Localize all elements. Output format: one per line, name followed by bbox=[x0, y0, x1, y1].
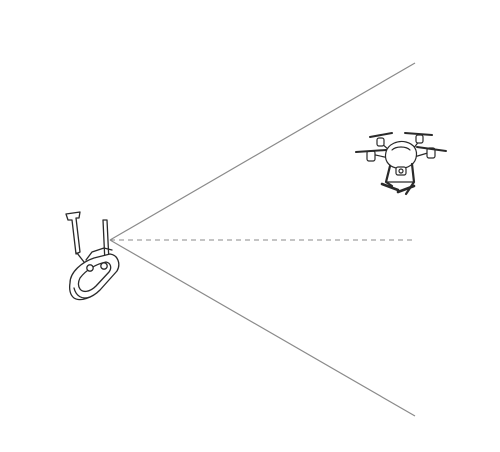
cone-upper-edge bbox=[109, 62, 416, 241]
drone-motor-br bbox=[415, 134, 424, 144]
controller-left-antenna bbox=[65, 211, 81, 255]
controller-right-stick bbox=[100, 262, 108, 270]
drone-propeller-fl bbox=[355, 149, 387, 153]
drone-skid-left bbox=[380, 182, 400, 192]
cone-lower-edge bbox=[109, 239, 416, 417]
transmission-cone bbox=[109, 62, 416, 417]
drone-propeller-fr bbox=[416, 146, 447, 152]
drone-motor-fl bbox=[366, 150, 376, 162]
remote-controller-icon bbox=[65, 211, 120, 301]
drone-propeller-br bbox=[404, 132, 433, 136]
drone-body-top bbox=[391, 146, 411, 151]
controller-left-antenna-stem bbox=[76, 252, 85, 263]
drone-propeller-bl bbox=[369, 132, 393, 138]
drone-skid-right bbox=[396, 184, 416, 194]
controller-grip bbox=[73, 287, 91, 299]
quadcopter-drone-icon bbox=[355, 132, 447, 196]
drone-motor-bl bbox=[376, 137, 385, 147]
controller-left-stick bbox=[86, 264, 94, 272]
drone-camera-lens bbox=[398, 168, 404, 174]
controller-shoulder bbox=[85, 247, 113, 261]
drone-landing-gear-left bbox=[384, 164, 394, 188]
